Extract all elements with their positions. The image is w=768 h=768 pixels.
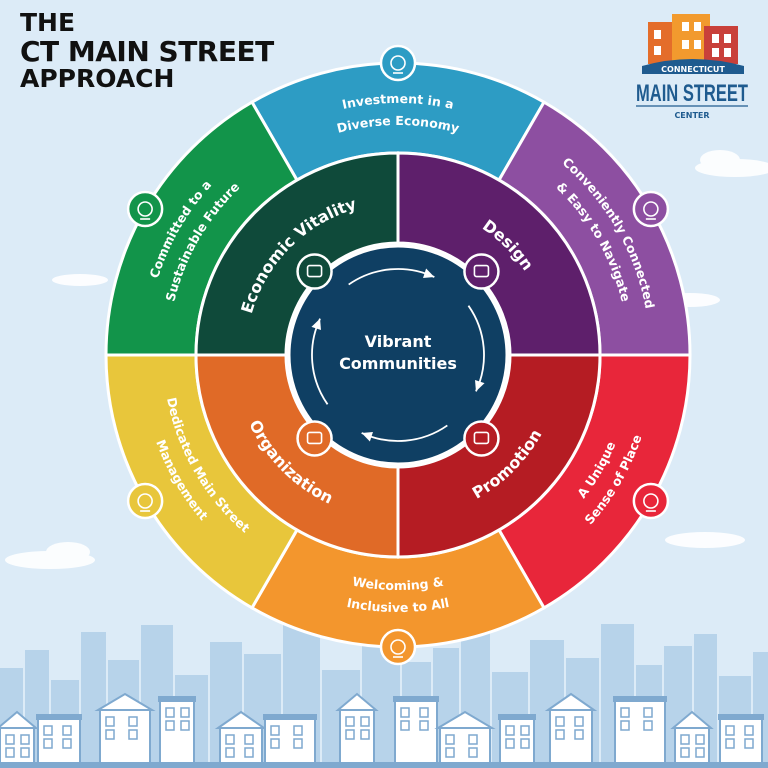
street-houses xyxy=(0,692,768,768)
handshake-icon xyxy=(379,628,417,666)
building-icon xyxy=(126,482,164,520)
center-label-line1: Vibrant xyxy=(365,332,432,351)
signpost-icon xyxy=(463,253,500,290)
logo-bottom-text: CENTER xyxy=(674,111,709,120)
pillar-segment xyxy=(396,353,602,559)
pillar-segment xyxy=(194,151,400,357)
outcome-label: Welcoming & xyxy=(351,574,444,593)
ct-main-street-logo: CONNECTICUT MAIN STREET CENTER xyxy=(636,14,748,120)
outcome-label: Inclusive to All xyxy=(346,595,451,615)
logo-main-text: MAIN STREET xyxy=(636,80,748,107)
outcome-label: Investment in a xyxy=(341,91,456,112)
title-line-2: CT MAIN STREET xyxy=(20,34,274,68)
title-line-1: THE xyxy=(20,8,76,37)
title-line-3: APPROACH xyxy=(20,64,175,94)
chart-icon xyxy=(296,253,333,290)
logo-top-text: CONNECTICUT xyxy=(661,65,725,74)
money-hands-icon xyxy=(379,44,417,82)
wheel-icons xyxy=(126,44,670,666)
bicycle-icon xyxy=(632,190,670,228)
outcomes-ring xyxy=(104,61,692,649)
pillar-segment xyxy=(194,353,400,559)
center-label-line2: Communities xyxy=(339,354,457,373)
page-title: THE CT MAIN STREET APPROACH xyxy=(20,8,274,94)
pillars-ring xyxy=(194,151,602,559)
location-pin-icon xyxy=(632,482,670,520)
pillar-segment xyxy=(396,151,602,357)
leaves-icon xyxy=(126,190,164,228)
megaphone-icon xyxy=(463,420,500,457)
chat-bubbles-icon xyxy=(296,420,333,457)
outcome-label: Diverse Economy xyxy=(335,113,461,136)
